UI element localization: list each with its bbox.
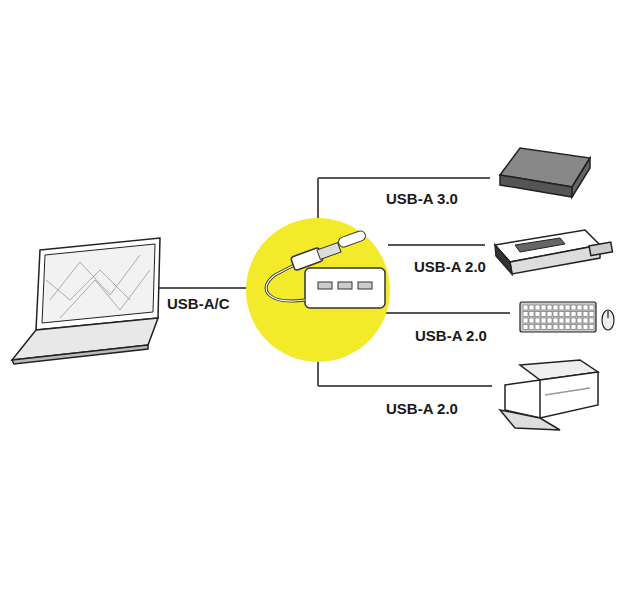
port-label: USB-A 3.0 bbox=[384, 190, 460, 207]
printer bbox=[500, 360, 598, 430]
host-port-label: USB-A/C bbox=[165, 295, 232, 312]
laptop bbox=[12, 238, 160, 364]
keyboard-mouse bbox=[520, 302, 614, 332]
port-label: USB-A 2.0 bbox=[412, 258, 488, 275]
external-drive bbox=[500, 148, 590, 197]
usb-wires bbox=[150, 178, 510, 386]
port-label: USB-A 2.0 bbox=[413, 327, 489, 344]
usb-hub bbox=[266, 230, 385, 308]
port-label: USB-A 2.0 bbox=[384, 400, 460, 417]
card-reader bbox=[495, 230, 613, 274]
hub-highlight bbox=[246, 218, 390, 362]
